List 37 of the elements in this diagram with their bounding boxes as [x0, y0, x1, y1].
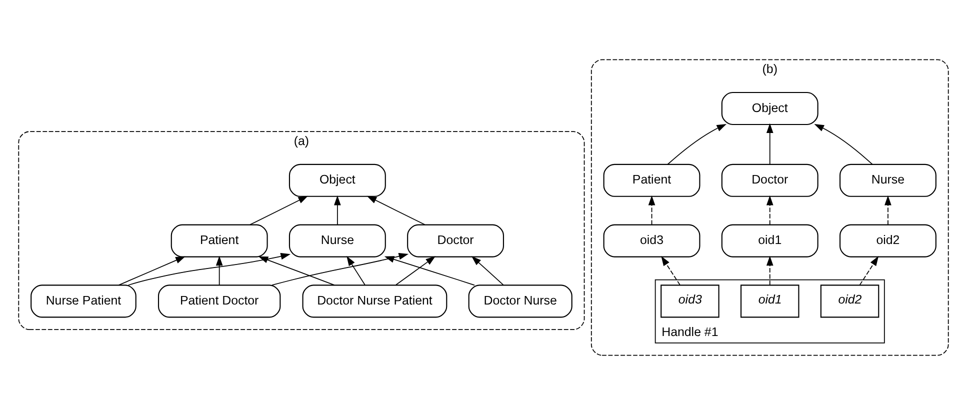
node-box: Doctor Nurse Patient	[302, 284, 448, 318]
node-box: Object	[721, 91, 818, 124]
arrow	[272, 252, 409, 286]
arrow	[216, 255, 223, 285]
node-box: oid3	[603, 224, 700, 257]
arrow	[814, 124, 873, 164]
node-box: Patient	[603, 163, 700, 196]
node-box: Doctor	[407, 224, 504, 257]
arrow	[366, 195, 426, 225]
node-box: Patient	[170, 224, 268, 257]
arrow	[250, 195, 308, 225]
arrow	[396, 256, 436, 285]
node-box: Nurse	[839, 163, 936, 196]
node-box: oid2	[839, 224, 936, 257]
node-box: Doctor	[721, 163, 818, 196]
arrow	[766, 255, 774, 285]
node-box: Doctor Nurse	[468, 284, 572, 318]
node-box: Nurse	[288, 224, 386, 257]
arrow	[667, 123, 727, 164]
node-box: oid2	[820, 284, 880, 318]
arrow	[648, 194, 656, 224]
arrow	[766, 194, 774, 224]
arrow	[884, 194, 892, 224]
node-box: Patient Doctor	[158, 284, 281, 318]
arrow	[118, 256, 186, 285]
node-box: oid1	[740, 284, 800, 318]
arrow	[346, 256, 366, 285]
node-box: oid1	[721, 224, 818, 257]
node-box: Object	[288, 163, 386, 196]
arrow	[661, 256, 680, 285]
node-box: oid3	[660, 284, 720, 318]
arrow	[334, 194, 341, 224]
arrow	[766, 122, 774, 164]
arrow	[859, 256, 879, 285]
arrow	[128, 252, 291, 286]
node-box: Nurse Patient	[30, 284, 136, 318]
arrow	[471, 256, 504, 285]
